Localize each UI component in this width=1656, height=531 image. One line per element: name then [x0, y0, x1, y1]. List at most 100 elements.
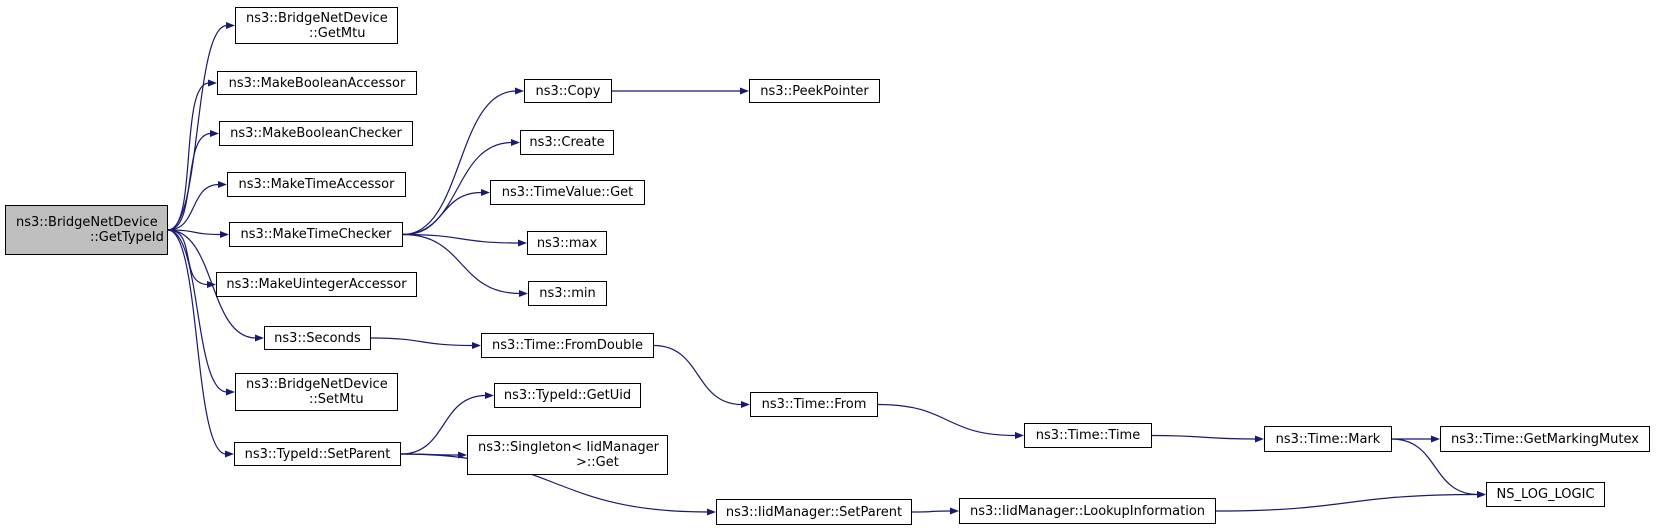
node-label: ns3::Singleton< IidManager [478, 440, 660, 455]
edge-iidsetparent-lookup [911, 510, 952, 513]
node-typeid-getuid[interactable]: ns3::TypeId::GetUid [494, 383, 641, 408]
node-label: ns3::TypeId::SetParent [244, 446, 391, 462]
node-label: ns3::PeekPointer [760, 83, 869, 99]
edge-mark-nslog [1391, 438, 1479, 496]
edge-arrowhead [1015, 432, 1024, 439]
node-makebooleanaccessor[interactable]: ns3::MakeBooleanAccessor [217, 71, 417, 95]
edge-mktimechk-tvget [402, 191, 483, 236]
node-label: ns3::TypeId::GetUid [503, 388, 632, 403]
node-label: ns3::Time::Mark [1275, 431, 1381, 447]
node-label: ns3::Time::From [761, 397, 867, 412]
edge-arrowhead [226, 22, 235, 29]
edge-arrowhead [1255, 435, 1264, 443]
node-create[interactable]: ns3::Create [520, 130, 614, 155]
edge-root-mkuintacc [167, 229, 209, 286]
node-label: ns3::Time::Time [1035, 428, 1141, 443]
node-label: ns3::MakeTimeChecker [240, 227, 392, 242]
node-time-fromdouble[interactable]: ns3::Time::FromDouble [481, 333, 654, 358]
node-label: ns3::IidManager::LookupInformation [969, 503, 1206, 519]
edge-root-mkboolchk [167, 132, 212, 231]
node-label: ns3::TimeValue::Get [501, 185, 634, 200]
edge-arrowhead [472, 342, 481, 349]
node-bridgenetdevice-getmtu[interactable]: ns3::BridgeNetDevice ::GetMtu [235, 7, 398, 44]
node-label: ns3::IidManager::SetParent [725, 504, 903, 520]
edge-mktimechk-min [402, 233, 521, 295]
edge-mktimechk-max [402, 233, 520, 244]
edge-arrowhead [1477, 491, 1486, 498]
node-iidmanager-setparent[interactable]: ns3::IidManager::SetParent [716, 499, 912, 525]
edge-arrowhead [485, 392, 494, 399]
edge-time-mark [1151, 434, 1257, 440]
edge-root-setparent [167, 229, 227, 455]
node-ns-log-logic[interactable]: NS_LOG_LOGIC [1486, 482, 1605, 507]
edge-root-mktimechk [167, 229, 222, 236]
node-peekpointer[interactable]: ns3::PeekPointer [749, 79, 880, 103]
node-label: ns3::BridgeNetDevice [16, 215, 158, 230]
node-label: ::SetMtu [309, 392, 364, 407]
edge-setparent-getuid [400, 394, 487, 455]
edge-arrowhead [208, 79, 217, 87]
node-label: ns3::Time::FromDouble [492, 338, 643, 353]
node-label: ns3::Time::GetMarkingMutex [1451, 431, 1639, 447]
node-label: ns3::MakeTimeAccessor [238, 177, 395, 192]
node-bridgenetdevice-gettypeid[interactable]: ns3::BridgeNetDevice ::GetTypeId [5, 205, 168, 255]
node-label: ns3::Copy [535, 83, 601, 99]
node-time-from[interactable]: ns3::Time::From [750, 392, 878, 417]
node-copy[interactable]: ns3::Copy [524, 79, 612, 103]
node-maketimeaccessor[interactable]: ns3::MakeTimeAccessor [227, 172, 406, 197]
node-label: >::Get [576, 455, 619, 470]
node-label: ns3::BridgeNetDevice [246, 377, 388, 392]
edge-arrowhead [1431, 435, 1440, 443]
node-label: ::GetTypeId [90, 230, 164, 245]
edge-arrowhead [515, 87, 524, 95]
edge-arrowhead [519, 290, 528, 297]
edge-mktimechk-copy [402, 90, 517, 236]
node-label: ns3::MakeBooleanAccessor [228, 75, 406, 91]
edge-arrowhead [740, 87, 749, 95]
node-bridgenetdevice-setmtu[interactable]: ns3::BridgeNetDevice ::SetMtu [235, 373, 398, 411]
node-typeid-setparent[interactable]: ns3::TypeId::SetParent [234, 442, 401, 466]
node-max[interactable]: ns3::max [527, 231, 607, 255]
edge-arrowhead [225, 450, 234, 458]
node-makeuintegeraccessor[interactable]: ns3::MakeUintegerAccessor [216, 272, 417, 297]
node-label: ns3::Seconds [274, 330, 361, 346]
node-label: ns3::MakeUintegerAccessor [226, 277, 407, 292]
edge-arrowhead [707, 508, 716, 516]
node-label: ::GetMtu [309, 25, 366, 41]
node-seconds[interactable]: ns3::Seconds [264, 326, 371, 350]
edge-arrowhead [207, 281, 216, 288]
node-label: ns3::min [539, 286, 596, 301]
edge-fromdouble-from [653, 344, 743, 406]
node-label: ns3::Create [529, 135, 605, 150]
node-time-getmarkingmutex[interactable]: ns3::Time::GetMarkingMutex [1440, 426, 1650, 452]
edge-from-time [877, 403, 1017, 437]
edge-arrowhead [511, 139, 520, 146]
edge-arrowhead [226, 388, 235, 396]
node-iidmanager-lookupinformation[interactable]: ns3::IidManager::LookupInformation [959, 498, 1216, 524]
node-singleton-iidmanager-get[interactable]: ns3::Singleton< IidManager >::Get [467, 435, 668, 475]
edge-root-seconds [167, 229, 257, 339]
edge-root-mktimeacc [167, 183, 220, 231]
node-makebooleanchecker[interactable]: ns3::MakeBooleanChecker [219, 121, 413, 146]
node-min[interactable]: ns3::min [528, 281, 607, 306]
edge-arrowhead [220, 231, 229, 238]
edge-root-mkboolacc [167, 82, 210, 231]
edge-arrowhead [210, 130, 219, 137]
node-time-mark[interactable]: ns3::Time::Mark [1264, 426, 1392, 452]
edge-arrowhead [481, 189, 490, 196]
node-maketimechecker[interactable]: ns3::MakeTimeChecker [229, 222, 403, 247]
node-time-time[interactable]: ns3::Time::Time [1024, 423, 1152, 448]
edge-arrowhead [458, 451, 467, 459]
edge-lookup-nslog [1215, 493, 1479, 512]
edge-arrowhead [255, 334, 264, 342]
edge-seconds-fromdouble [370, 337, 474, 347]
node-timevalue-get[interactable]: ns3::TimeValue::Get [490, 180, 645, 205]
node-label: ns3::MakeBooleanChecker [230, 126, 402, 141]
edge-arrowhead [518, 239, 527, 247]
node-label: ns3::max [536, 235, 598, 251]
edge-arrowhead [218, 181, 227, 188]
edge-root-setmtu [167, 229, 228, 393]
edge-setparent-iidsetparent [400, 453, 709, 513]
